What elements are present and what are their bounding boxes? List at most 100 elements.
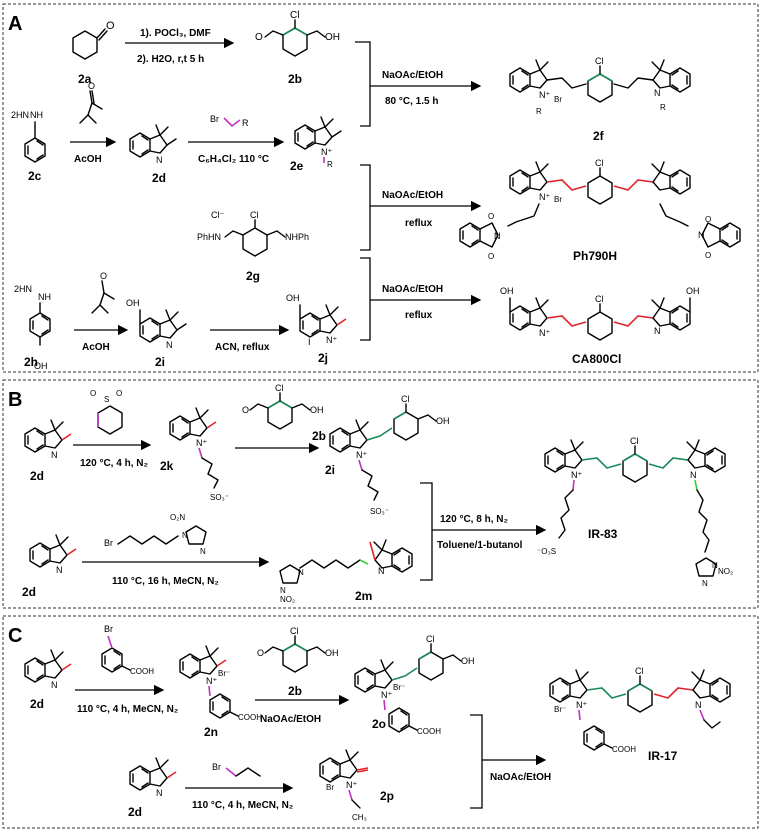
compound-2p-label: 2p <box>380 789 394 803</box>
svg-text:OH: OH <box>436 416 450 426</box>
bracket-a3 <box>360 257 371 341</box>
phthalimide-right-o1: O <box>705 215 711 224</box>
reagent-br-b: Br <box>104 538 113 548</box>
chain-2m-link <box>359 559 369 565</box>
compound-2d-label-a: 2d <box>152 171 166 185</box>
cond-a-reflux-3: reflux <box>405 310 433 321</box>
compound-ph790h-structure: N⁺ Br Cl <box>507 158 691 227</box>
svg-text:O: O <box>88 81 95 91</box>
bracket-c <box>470 714 483 809</box>
cond-b-m: 110 °C, 16 h, MeCN, N₂ <box>112 576 219 587</box>
panel-b-frame <box>2 379 759 609</box>
svg-text:Br: Br <box>554 95 562 104</box>
svg-text:N: N <box>156 788 163 798</box>
svg-text:O: O <box>255 32 263 43</box>
br-r-reagent: Br <box>210 114 219 124</box>
svg-text:N⁺: N⁺ <box>356 450 367 460</box>
compound-ir17-label: IR-17 <box>648 749 678 763</box>
svg-text:N⁺: N⁺ <box>576 700 587 710</box>
svg-text:N: N <box>166 340 173 350</box>
cond-a-solvent-e: C₆H₄Cl₂ 110 °C <box>198 154 269 165</box>
svg-text:N: N <box>298 568 304 577</box>
compound-2c-structure: 2HN <box>11 110 46 163</box>
compound-2c-label: 2c <box>28 169 42 183</box>
svg-text:I: I <box>308 337 311 347</box>
svg-text:S: S <box>104 395 109 404</box>
compound-2b-structure-c: Cl O OH <box>257 626 339 673</box>
svg-text:Cl: Cl <box>630 436 639 446</box>
svg-text:N: N <box>654 326 661 336</box>
compound-2i-structure-b: N⁺ Cl OH SO₃⁻ <box>329 394 450 516</box>
svg-text:N: N <box>56 565 63 575</box>
cond-a-acn: ACN, reflux <box>215 342 270 353</box>
svg-text:Br⁻: Br⁻ <box>554 705 566 714</box>
svg-text:N: N <box>51 680 58 690</box>
compound-2h-structure: OH <box>29 302 51 371</box>
svg-text:OH: OH <box>325 32 340 43</box>
svg-text:OH: OH <box>325 648 339 658</box>
compound-ca800cl-label: CA800Cl <box>572 352 621 366</box>
compound-2a-label: 2a <box>78 72 92 86</box>
cond-c-n: 110 °C, 4 h, MeCN, N₂ <box>77 704 178 715</box>
svg-text:N: N <box>494 231 501 241</box>
svg-text:N⁺: N⁺ <box>346 780 357 790</box>
svg-text:N⁺: N⁺ <box>539 192 550 202</box>
svg-text:OH: OH <box>286 293 300 303</box>
compound-2d-structure-c2: N <box>129 757 177 798</box>
compound-2h-label: 2h <box>24 355 38 369</box>
phthalimide-right <box>701 222 741 248</box>
compound-ir83-structure: N⁺ Cl ⁻O₃S <box>537 436 726 556</box>
svg-text:N⁺: N⁺ <box>326 335 337 345</box>
svg-text:Cl: Cl <box>250 210 259 220</box>
compound-2n-label: 2n <box>204 725 218 739</box>
compound-2d-structure-b1: N <box>24 419 72 460</box>
reagent-imidazole-b: N N <box>182 525 207 556</box>
svg-text:COOH: COOH <box>238 713 262 722</box>
svg-text:COOH: COOH <box>417 727 441 736</box>
cond-b-final-1: 120 °C, 8 h, N₂ <box>440 514 508 525</box>
svg-text:N: N <box>654 88 661 98</box>
panel-a-label: A <box>8 13 22 35</box>
svg-text:Cl: Cl <box>426 634 435 644</box>
svg-text:Br: Br <box>326 783 334 792</box>
compound-2o-label: 2o <box>372 717 386 731</box>
svg-text:N: N <box>200 547 206 556</box>
bracket-a2 <box>360 164 371 251</box>
svg-text:⁻O₃S: ⁻O₃S <box>537 547 556 556</box>
bracket-a1 <box>355 41 371 127</box>
ketone-structure: O <box>79 81 103 124</box>
svg-text:O: O <box>242 405 249 415</box>
svg-text:N: N <box>156 155 163 165</box>
svg-text:N: N <box>280 586 286 595</box>
phthalimide-right-n: N <box>698 230 705 240</box>
svg-text:N: N <box>51 450 58 460</box>
svg-text:SO₃⁻: SO₃⁻ <box>370 507 389 516</box>
compound-2i-label-a: 2i <box>155 355 165 369</box>
reagent-propyl-bond-1 <box>225 767 237 777</box>
svg-text:N⁺: N⁺ <box>206 676 217 686</box>
compound-ph790h-label: Ph790H <box>573 249 617 263</box>
svg-text:Br: Br <box>554 195 562 204</box>
panel-c-frame <box>2 615 759 829</box>
panel-a-frame <box>2 3 759 373</box>
cond-b-final-2: Toluene/1-butanol <box>437 540 523 551</box>
compound-2j-structure: OH N⁺ I <box>286 293 347 347</box>
svg-text:N⁺: N⁺ <box>381 690 392 700</box>
compound-2g-structure: Cl PhHN Cl⁻ NHPh <box>197 210 309 257</box>
panel-c-label: C <box>8 625 22 647</box>
svg-text:Cl: Cl <box>290 626 299 636</box>
svg-text:R: R <box>660 103 666 112</box>
svg-text:NHPh: NHPh <box>285 232 309 242</box>
compound-2d-label-b2: 2d <box>22 585 36 599</box>
svg-text:Cl: Cl <box>275 383 284 393</box>
cond-a-step2: 2). H2O, r,t 5 h <box>137 54 204 65</box>
nh-label-2c: NH <box>30 110 43 120</box>
reagent-br-c: Br <box>212 762 221 772</box>
svg-text:Cl: Cl <box>595 158 604 168</box>
compound-2p-structure: N⁺ Br CH₃ <box>319 749 369 822</box>
svg-text:N⁺: N⁺ <box>539 328 550 338</box>
reagent-o2n-b: O₂N <box>170 513 185 522</box>
svg-text:Cl: Cl <box>401 394 410 404</box>
phthalimide-left: N O O <box>459 212 501 261</box>
